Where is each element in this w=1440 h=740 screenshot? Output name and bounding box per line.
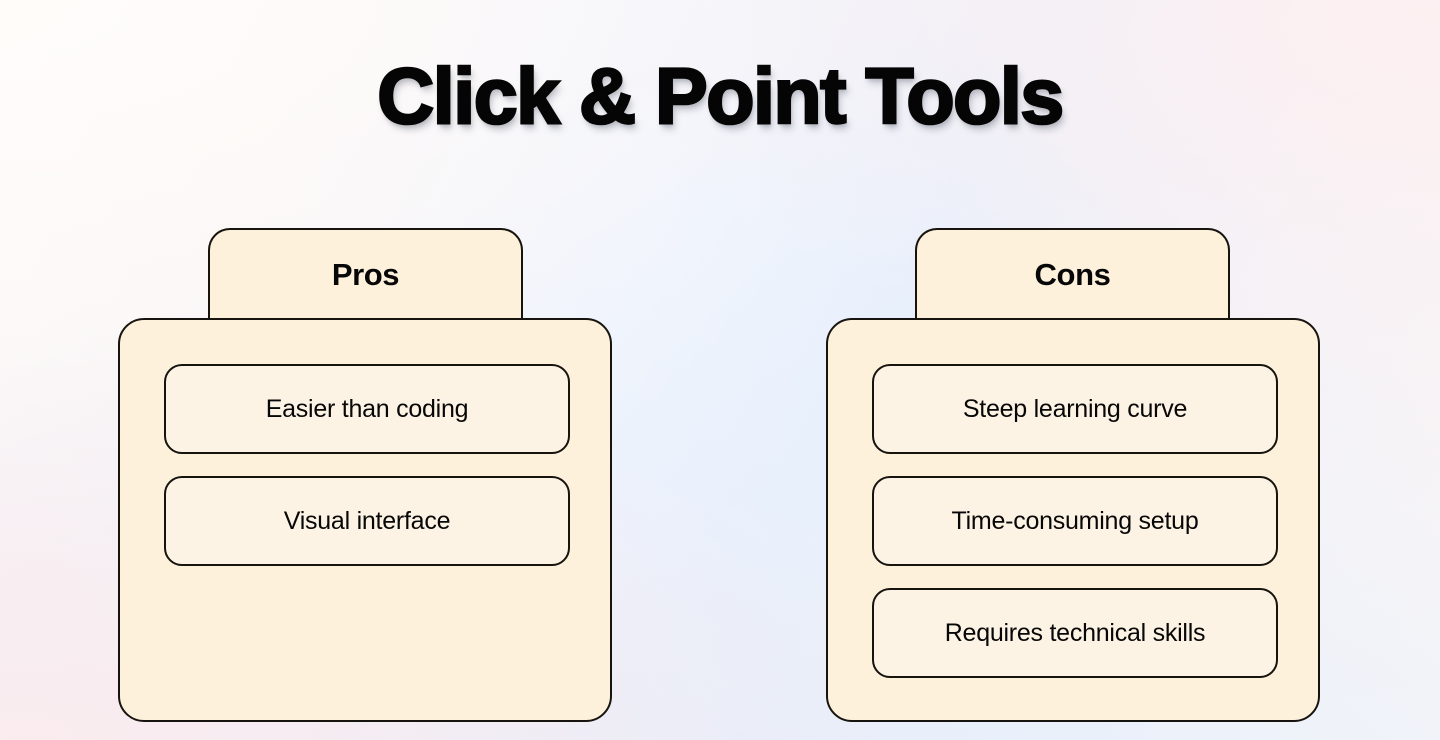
page-title: Click & Point Tools (376, 51, 1066, 140)
cons-item-3-label: Requires technical skills (944, 618, 1206, 647)
pros-item-2-label: Visual interface (283, 506, 451, 535)
pros-item-1-label: Easier than coding (265, 394, 469, 423)
cons-item-1[interactable]: Steep learning curve (872, 364, 1278, 454)
cons-item-2[interactable]: Time-consuming setup (872, 476, 1278, 566)
pros-item-2[interactable]: Visual interface (164, 476, 570, 566)
cons-card-body: Steep learning curve Time-consuming setu… (826, 318, 1320, 722)
pros-card-body: Easier than coding Visual interface (118, 318, 612, 722)
cons-item-1-label: Steep learning curve (962, 394, 1188, 423)
pros-item-1[interactable]: Easier than coding (164, 364, 570, 454)
cons-header-label: Cons (1034, 257, 1111, 292)
cons-header-tab: Cons (915, 228, 1230, 328)
cons-item-3[interactable]: Requires technical skills (872, 588, 1278, 678)
pros-header-tab: Pros (208, 228, 523, 328)
pros-header-label: Pros (331, 257, 400, 292)
cons-item-2-label: Time-consuming setup (951, 506, 1199, 535)
